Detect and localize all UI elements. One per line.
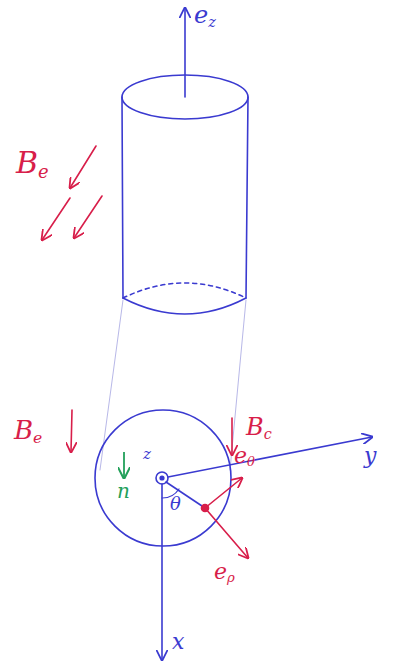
- cylinder-cut-hidden: [123, 283, 246, 298]
- symbol-subscript: z: [208, 14, 216, 30]
- cylinder-cut: [123, 298, 246, 314]
- normal-arrow: [123, 452, 125, 478]
- z-axis-dot: [160, 476, 164, 480]
- y-axis: [168, 437, 372, 477]
- angle-label: θ: [170, 494, 181, 514]
- symbol-subscript: c: [264, 426, 272, 442]
- vector-label: eρ: [214, 560, 235, 586]
- field-arrow: [74, 196, 102, 238]
- field-arrow: [231, 418, 233, 455]
- field-label: Bc: [246, 414, 272, 442]
- symbol-subscript: θ: [247, 454, 255, 469]
- normal-label: n: [117, 480, 130, 502]
- cross-section: [95, 410, 231, 546]
- e-rho-vector: [205, 508, 248, 558]
- field-label: Be: [14, 416, 42, 447]
- axis-label: x: [172, 630, 184, 654]
- e-theta-vector: [205, 478, 242, 508]
- field-arrow: [42, 198, 70, 240]
- symbol-subscript: ρ: [227, 570, 235, 585]
- symbol-base: e: [234, 443, 247, 468]
- symbol-base: e: [194, 1, 208, 29]
- symbol-base: B: [246, 413, 264, 441]
- x-axis: [161, 484, 163, 660]
- symbol-base: e: [214, 559, 227, 584]
- symbol-base: B: [16, 145, 38, 180]
- field-label: Be: [16, 146, 49, 181]
- axis-label: ez: [194, 2, 216, 30]
- field-arrow: [71, 410, 72, 452]
- symbol-subscript: e: [33, 429, 42, 447]
- axis-label: y: [364, 444, 376, 468]
- cylinder-side: [122, 97, 123, 298]
- cylinder-side: [246, 97, 248, 298]
- symbol-base: B: [14, 415, 33, 445]
- field-arrow: [70, 146, 96, 188]
- point-m: [202, 505, 209, 512]
- symbol-subscript: e: [38, 161, 49, 182]
- axis-label: z: [143, 446, 151, 463]
- ez-axis: [184, 8, 186, 97]
- vector-label: eθ: [234, 444, 255, 470]
